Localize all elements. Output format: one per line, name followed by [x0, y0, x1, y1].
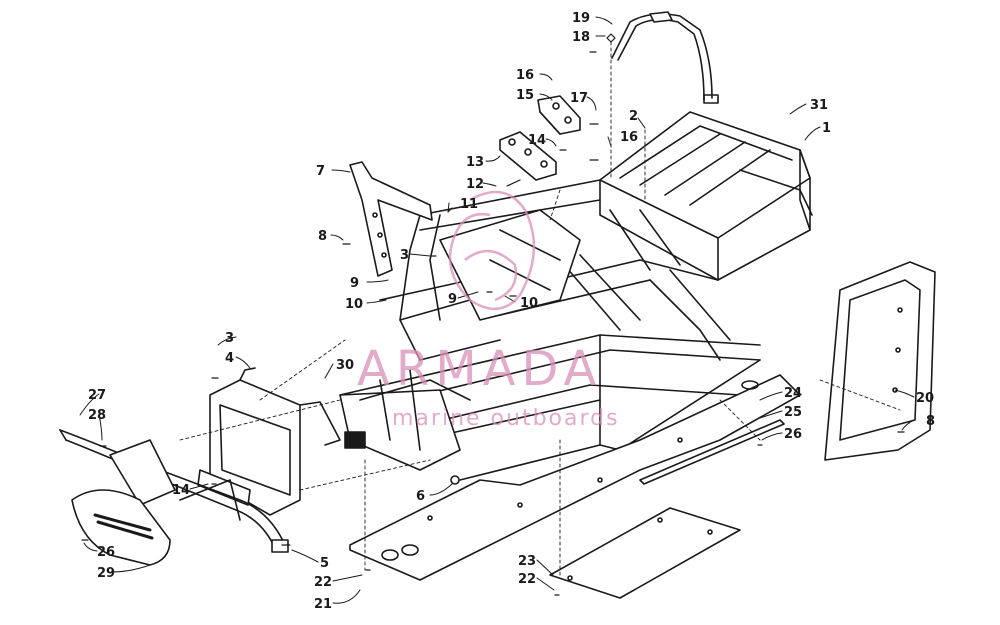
- callout-31: 31: [810, 98, 828, 113]
- callout-2: 2: [629, 109, 638, 124]
- callout-29: 29: [97, 566, 115, 581]
- callout-3: 3: [400, 248, 409, 263]
- callout-30: 30: [336, 358, 354, 373]
- callout-labels: 19 18 16 15 17 2 31 1 14 16 13 12 7 11 8…: [88, 11, 935, 612]
- callout-18: 18: [572, 30, 590, 45]
- upper-bracket-part: [537, 95, 581, 135]
- callout-10: 10: [520, 296, 538, 311]
- callout-26: 26: [97, 545, 115, 560]
- callout-6: 6: [416, 489, 425, 504]
- main-frame-part: [339, 111, 813, 485]
- callout-16: 16: [516, 68, 534, 83]
- callout-9: 9: [350, 276, 359, 291]
- callout-5: 5: [320, 556, 329, 571]
- callout-16: 16: [620, 130, 638, 145]
- callout-1: 1: [822, 121, 831, 136]
- callout-7: 7: [316, 164, 325, 179]
- callout-28: 28: [88, 408, 106, 423]
- callout-14: 14: [528, 133, 546, 148]
- callout-24: 24: [784, 386, 802, 401]
- callout-14: 14: [172, 483, 190, 498]
- callout-15: 15: [516, 88, 534, 103]
- side-panel-part: [824, 261, 936, 461]
- callout-17: 17: [570, 91, 588, 106]
- callout-8: 8: [318, 229, 327, 244]
- callout-4: 4: [225, 351, 234, 366]
- callout-22: 22: [518, 572, 536, 587]
- callout-11: 11: [460, 197, 478, 212]
- watermark: ARMADA marine outboards: [357, 190, 620, 431]
- front-pillar-part: [349, 161, 433, 277]
- leader-lines: [179, 41, 901, 576]
- rail-strip-part: [639, 419, 785, 485]
- callout-22: 22: [314, 575, 332, 590]
- callout-9: 9: [448, 292, 457, 307]
- callout-12: 12: [466, 177, 484, 192]
- rear-skid-plate-part: [549, 507, 741, 599]
- callout-leaders: [79, 16, 915, 604]
- callout-21: 21: [314, 597, 332, 612]
- callout-27: 27: [88, 388, 106, 403]
- callout-8: 8: [926, 414, 935, 429]
- front-bumper-part: [59, 429, 289, 553]
- watermark-logo: [448, 190, 536, 310]
- callout-13: 13: [466, 155, 484, 170]
- mount-plate-part: [499, 131, 557, 181]
- radiator-bracket-part: [197, 367, 341, 516]
- callout-20: 20: [916, 391, 934, 406]
- watermark-title: ARMADA: [357, 341, 602, 397]
- callout-23: 23: [518, 554, 536, 569]
- callout-3: 3: [225, 331, 234, 346]
- parts-line-art: [59, 11, 936, 604]
- callout-25: 25: [784, 405, 802, 420]
- callout-19: 19: [572, 11, 590, 26]
- fasteners: [81, 33, 905, 596]
- watermark-subtitle: marine outboards: [392, 406, 620, 431]
- grab-handle-part: [611, 11, 719, 104]
- skid-guard-part: [71, 489, 171, 566]
- callout-10: 10: [345, 297, 363, 312]
- callout-26: 26: [784, 427, 802, 442]
